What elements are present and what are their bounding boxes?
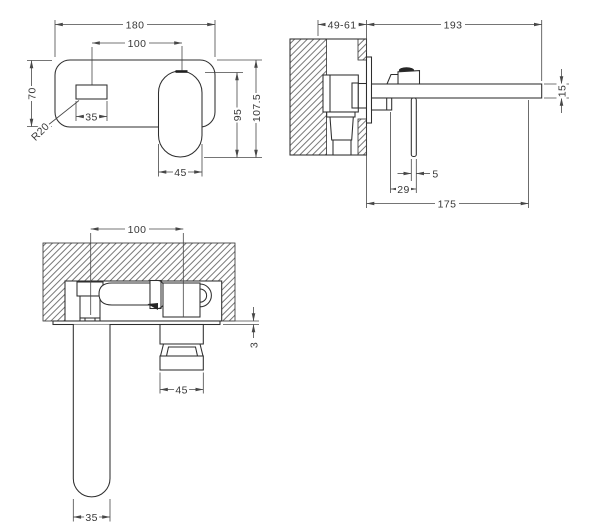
dim-label-spout-reach: 175 — [438, 198, 457, 210]
dim-label-spout-thickness: 15 — [556, 85, 568, 97]
dim-label-centres-plan: 100 — [128, 224, 147, 236]
dim-label-outlet-width: 35 — [85, 111, 97, 123]
dim-label-lever-offset: 29 — [397, 184, 409, 196]
dim-plate-height: 70 — [26, 60, 52, 127]
dim-label-overall-height: 107.5 — [251, 94, 263, 122]
side-view: 49-61 193 15 5 — [289, 19, 569, 210]
dim-plate-thickness: 3 — [223, 307, 260, 350]
dim-label-plate-height: 70 — [26, 87, 38, 99]
handle-lever — [410, 97, 417, 158]
dim-label-handle-width: 45 — [174, 167, 186, 179]
wall-hatch-top-right — [357, 38, 367, 61]
dim-spout-thickness: 15 — [544, 69, 569, 113]
dim-handle-height: 95 — [204, 72, 262, 158]
dim-label-plan-handle-width: 45 — [175, 384, 187, 396]
plan-spout-connector — [76, 281, 104, 323]
dim-lever-offset: 29 — [390, 112, 417, 196]
concealed-valve-body — [322, 74, 368, 113]
plan-handle-neck — [159, 323, 204, 345]
front-view: 180 100 70 35 — [26, 19, 262, 179]
dim-label-plate-thickness: 3 — [248, 342, 260, 348]
dim-plan-spout-width: 35 — [72, 499, 111, 524]
spout-side-profile — [370, 83, 543, 99]
plan-view: 100 3 45 35 — [42, 224, 260, 524]
dim-label-plate-width: 180 — [126, 19, 145, 31]
plan-spout — [72, 324, 111, 498]
handle-side-body — [397, 70, 421, 85]
dim-recess-depth: 49-61 — [317, 19, 367, 53]
dim-spout-reach: 175 — [366, 100, 529, 210]
dim-centres-front: 100 — [91, 38, 183, 85]
dim-label-recess-depth: 49-61 — [328, 19, 357, 31]
plan-handle-pivot — [162, 282, 212, 318]
spout-underside-block — [370, 97, 393, 111]
plan-handle-body — [159, 355, 204, 371]
dim-spout-length: 193 — [366, 19, 543, 81]
dim-label-handle-height: 95 — [232, 109, 244, 121]
spout-outlet-hole — [75, 84, 108, 100]
plan-cartridge-wedge — [147, 303, 158, 310]
dim-label-spout-length: 193 — [444, 19, 463, 31]
wall-hatch-left — [289, 38, 327, 156]
dim-outlet-width: 35 — [75, 101, 108, 123]
dim-plate-width: 180 — [54, 19, 216, 57]
dim-label-plan-spout-width: 35 — [85, 512, 97, 524]
dim-label-centres-front: 100 — [128, 38, 147, 50]
handle-front-outline — [157, 70, 203, 158]
wall-plate-side — [365, 56, 373, 124]
dim-overall-height: 107.5 — [217, 59, 263, 158]
dim-handle-width: 45 — [158, 144, 203, 179]
supply-pipe — [326, 111, 356, 156]
dim-centres-plan: 100 — [90, 224, 184, 317]
plan-wall-plate-edge — [52, 320, 221, 326]
wall-hatch-bottom-right — [357, 118, 367, 156]
dim-plan-handle-width: 45 — [159, 372, 204, 396]
valve-connector — [357, 82, 368, 109]
plan-handle — [159, 323, 204, 371]
dim-label-lever-thickness: 5 — [432, 168, 438, 180]
handle-mount — [386, 73, 399, 85]
radius-leader-line — [47, 100, 80, 126]
